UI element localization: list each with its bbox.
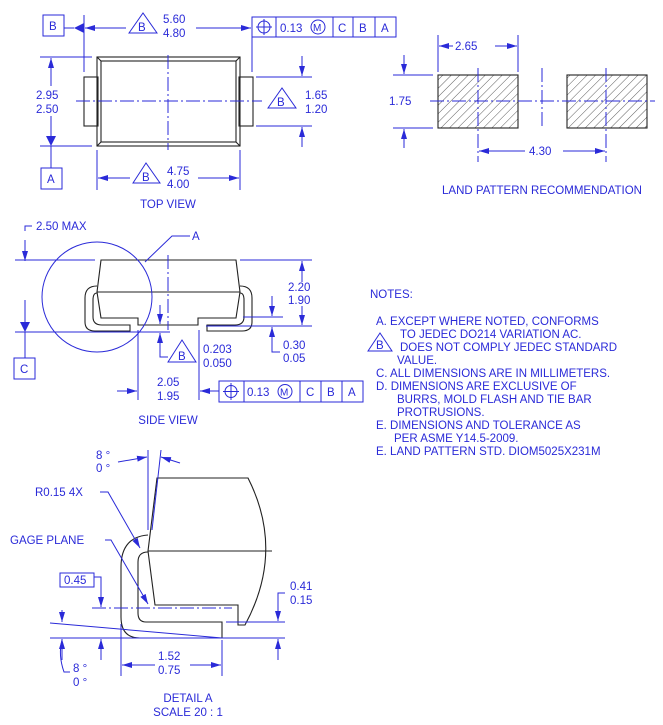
note-b-flag [128, 12, 158, 34]
dim-gage-height: 0.45 [64, 575, 86, 587]
dim-overall-length-min: 4.80 [163, 28, 185, 40]
note-b-label: B [178, 351, 186, 363]
body-profile [96, 259, 241, 326]
dim-lead-width-min: 1.20 [305, 104, 327, 116]
datum-c-box [13, 357, 36, 380]
fcf-datum: A [381, 23, 389, 35]
dim-body-height-min: 1.90 [288, 295, 310, 307]
note-b-flag [267, 87, 297, 109]
side-view: A 2.50 MAX C 2.20 1.90 0.30 0.05 B 0.203 [13, 221, 364, 427]
fcf-datum: B [359, 23, 367, 35]
dim-pad-length: 2.65 [455, 41, 477, 53]
fcf-modifier: M [280, 388, 288, 399]
basic-dimension-box [59, 572, 95, 588]
body-detail-profile [147, 477, 267, 626]
fcf-tolerance: 0.13 [280, 23, 302, 35]
dim-standoff-max: 0.203 [203, 344, 232, 356]
dim-body-height-max: 2.20 [288, 282, 310, 294]
dim-foot-length-min: 0.75 [158, 665, 180, 677]
land-pattern: 2.65 1.75 4.30 LAND PATTERN RECOMMENDATI… [389, 35, 655, 197]
detail-a-circle [41, 241, 153, 353]
note-line: C. ALL DIMENSIONS ARE IN MILLIMETERS. [376, 368, 610, 380]
fcf-datum: A [348, 387, 356, 399]
detail-a-callout: A [192, 231, 200, 243]
note-line: PER ASME Y14.5-2009. [394, 433, 518, 445]
dim-lead-thickness-min: 0.05 [283, 353, 305, 365]
dim-body-length-max: 4.75 [167, 166, 189, 178]
dim-body-width-min: 2.50 [36, 104, 58, 116]
dim-radius: R0.15 4X [35, 487, 83, 499]
dim-offset-max: 0.41 [290, 581, 312, 593]
fcf-datum: C [306, 387, 314, 399]
dim-pad-height: 1.75 [389, 96, 411, 108]
fcf-datum: C [338, 23, 346, 35]
note-b-label: B [376, 340, 384, 352]
dim-overall-length-max: 5.60 [163, 14, 185, 26]
feature-control-frame: 0.13 M C B A [218, 380, 364, 403]
dim-lead-width-max: 1.65 [305, 90, 327, 102]
note-line: D. DIMENSIONS ARE EXCLUSIVE OF [376, 381, 577, 393]
position-icon [256, 19, 272, 35]
note-b-label: B [138, 22, 146, 34]
note-line: E. LAND PATTERN STD. DIOM5025X231M [376, 446, 601, 458]
note-b-flag [132, 162, 161, 184]
dim-standoff-min: 0.050 [203, 358, 232, 370]
dim-foot-length-max: 1.52 [158, 651, 180, 663]
right-lead-profile [206, 285, 253, 332]
datum-b-triangle [74, 23, 84, 33]
fcf-modifier: M [313, 23, 321, 34]
top-view-title: TOP VIEW [140, 199, 196, 211]
datum-b-label: B [49, 21, 57, 33]
datum-c-triangle [20, 322, 30, 332]
note-line: E. DIMENSIONS AND TOLERANCE AS [376, 420, 581, 432]
datum-a-box [40, 167, 63, 190]
gage-plane-label: GAGE PLANE [10, 535, 84, 547]
note-line: DOES NOT COMPLY JEDEC STANDARD [400, 342, 617, 354]
note-line: VALUE. [397, 355, 437, 367]
fcf-tolerance: 0.13 [247, 387, 269, 399]
datum-c-label: C [20, 364, 28, 376]
dim-draft-angle-max: 8 ° [96, 450, 110, 462]
top-view: B B 5.60 4.80 0.13 M C B A [36, 12, 397, 211]
land-pattern-title: LAND PATTERN RECOMMENDATION [442, 185, 642, 197]
note-line: BURRS, MOLD FLASH AND TIE BAR [397, 394, 592, 406]
note-b-flag [367, 332, 393, 352]
datum-b-box [42, 14, 65, 37]
dim-offset-min: 0.15 [290, 595, 312, 607]
dim-max-height: 2.50 MAX [36, 221, 87, 233]
side-view-title: SIDE VIEW [138, 415, 198, 427]
note-line: A. EXCEPT WHERE NOTED, CONFORMS [376, 316, 599, 328]
fcf-datum: B [327, 387, 335, 399]
notes-heading: NOTES: [370, 289, 413, 301]
dim-body-length-min: 4.00 [167, 179, 189, 191]
note-line: TO JEDEC DO214 VARIATION AC. [400, 329, 582, 341]
dim-pad-pitch: 4.30 [529, 146, 551, 158]
note-line: PROTRUSIONS. [397, 407, 485, 419]
lead-detail-profile [120, 534, 223, 639]
dim-draft-angle-min: 0 ° [96, 463, 110, 475]
note-b-label: B [277, 97, 285, 109]
dim-foot-angle-min: 0 ° [73, 677, 87, 689]
detail-scale: SCALE 20 : 1 [153, 707, 223, 719]
note-b-label: B [142, 172, 150, 184]
feature-control-frame: 0.13 M C B A [251, 16, 397, 38]
datum-a-triangle [46, 136, 56, 146]
mmc-circle-icon [310, 19, 326, 35]
mmc-circle-icon [277, 384, 293, 399]
detail-a: 8 ° 0 ° R0.15 4X GAGE PLANE 0.45 0.41 0.… [10, 449, 312, 719]
dim-foot-angle-max: 8 ° [73, 663, 87, 675]
note-b-flag [167, 339, 197, 363]
position-icon [223, 383, 239, 400]
detail-title: DETAIL A [163, 693, 213, 705]
left-lead-profile [84, 285, 131, 332]
dim-lead-thickness-max: 0.30 [283, 340, 305, 352]
dim-lead-span-min: 1.95 [157, 391, 179, 403]
dim-lead-span-max: 2.05 [157, 377, 179, 389]
datum-a-label: A [47, 174, 55, 186]
dim-body-width-max: 2.95 [36, 90, 58, 102]
notes: NOTES: A. EXCEPT WHERE NOTED, CONFORMS T… [367, 289, 617, 458]
